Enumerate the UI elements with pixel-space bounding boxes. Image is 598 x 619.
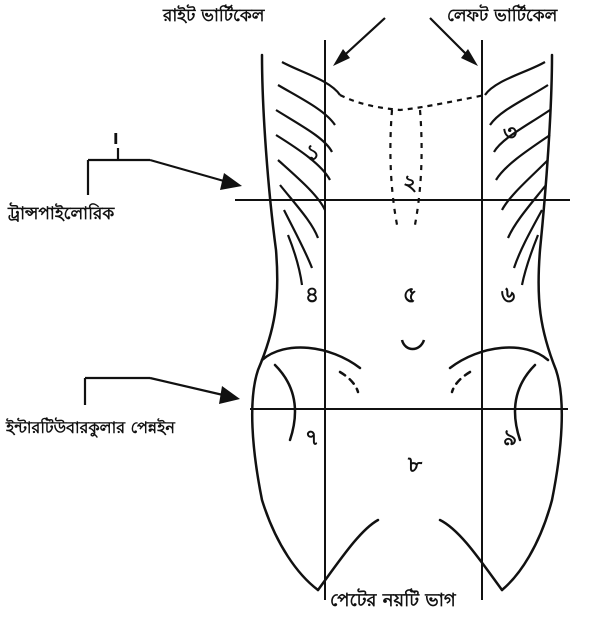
right-rib <box>485 62 545 95</box>
arrowheads <box>219 49 478 404</box>
region-lines <box>235 40 570 600</box>
pointers <box>85 18 474 405</box>
region-number: ৫ <box>403 282 417 308</box>
region-numbers: ১ ২ ৩ ৪ ৫ ৬ ৭ ৮ ৯ <box>305 120 517 478</box>
left-rib <box>278 85 335 125</box>
transpyloric-label: ট্রান্সপাইলোরিক <box>8 206 114 223</box>
region-number: ২ <box>403 170 417 196</box>
right-rib <box>502 160 548 210</box>
region-number: ৯ <box>503 425 517 451</box>
region-number: ৪ <box>305 282 319 308</box>
right-hip-bone <box>450 348 548 440</box>
right-iliac-dash <box>452 372 470 392</box>
region-number: ৮ <box>407 452 423 478</box>
navel-mark <box>402 340 424 349</box>
xiphoid-outline <box>340 95 485 110</box>
pelvis-curve-left <box>318 520 378 590</box>
right-vertical-label: রাইট ভার্টিকেল <box>163 8 264 25</box>
pelvis-curve-right <box>440 520 502 590</box>
marker-label: I <box>113 132 119 147</box>
left-rib <box>276 135 330 180</box>
left-vertical-label: লেফট ভার্টিকেল <box>447 8 557 25</box>
intertubercular-label: ইন্টারটিউবারকুলার পেন্নইন <box>6 420 175 436</box>
region-number: ৩ <box>503 120 517 146</box>
intertubercular-bracket <box>85 378 150 405</box>
left-iliac-dash <box>340 372 358 392</box>
right-rib <box>490 85 548 125</box>
left-rib <box>282 62 340 95</box>
region-number: ৬ <box>501 282 515 308</box>
transpyloric-arrowhead <box>220 173 242 190</box>
transpyloric-bracket <box>88 160 150 195</box>
sternum-dash <box>390 110 398 230</box>
torso-left-outline <box>252 55 318 590</box>
region-number: ১ <box>306 140 320 166</box>
left-rib <box>278 160 325 210</box>
region-number: ৭ <box>305 425 319 451</box>
left-rib <box>276 110 332 152</box>
intertubercular-arrowhead <box>219 386 240 404</box>
diagram-caption: পেটের নয়টি ভাগ <box>330 592 456 610</box>
